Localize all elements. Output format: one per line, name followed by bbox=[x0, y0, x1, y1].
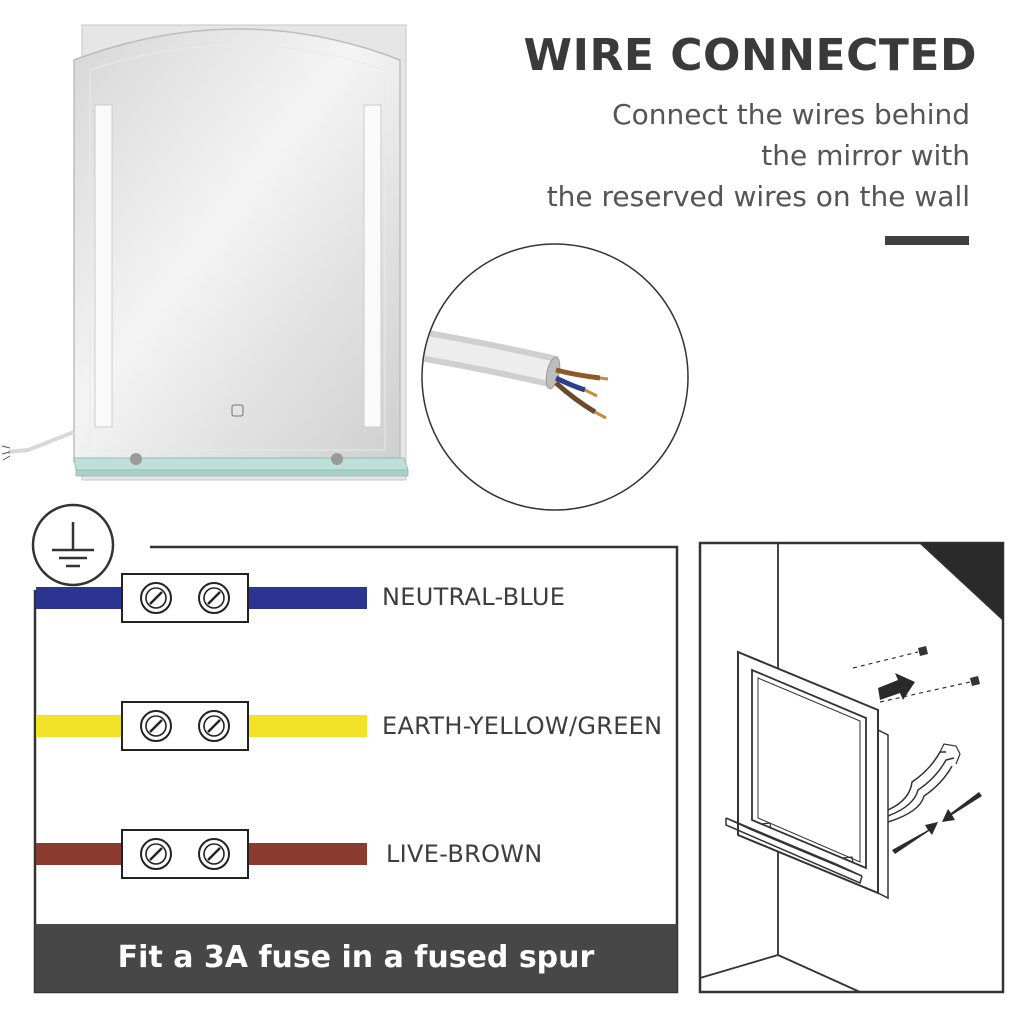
wire-row bbox=[36, 829, 367, 879]
led-strip-right bbox=[363, 104, 382, 428]
wire-label-earth: EARTH-YELLOW/GREEN bbox=[382, 712, 663, 740]
description-line-2: the mirror with bbox=[761, 139, 970, 172]
terminal-screw-icon bbox=[140, 582, 172, 614]
mirror-cable bbox=[7, 430, 75, 454]
arrow-icon bbox=[892, 822, 938, 854]
screw-icon bbox=[852, 646, 980, 703]
terminal-screw-icon bbox=[140, 838, 172, 870]
page-title: WIRE CONNECTED bbox=[523, 30, 977, 81]
arrow-icon bbox=[878, 673, 915, 700]
wire-label-live: LIVE-BROWN bbox=[386, 840, 543, 868]
arrow-icon bbox=[942, 792, 982, 822]
description-line-3: the reserved wires on the wall bbox=[546, 180, 970, 213]
wire-closeup bbox=[423, 329, 609, 420]
fuse-note-banner: Fit a 3A fuse in a fused spur bbox=[35, 924, 677, 992]
mirror-glass bbox=[73, 28, 401, 463]
accent-bar bbox=[885, 236, 969, 245]
wire-row bbox=[36, 701, 367, 751]
description-line-1: Connect the wires behind bbox=[612, 98, 970, 131]
touch-switch-icon bbox=[231, 404, 244, 417]
terminal-screw-icon bbox=[198, 582, 230, 614]
wire-label-neutral: NEUTRAL-BLUE bbox=[382, 583, 566, 611]
terminal-screw-icon bbox=[198, 710, 230, 742]
wire-row bbox=[36, 573, 367, 623]
terminal-screw-icon bbox=[140, 710, 172, 742]
earth-ground-icon bbox=[31, 503, 115, 587]
led-strip-left bbox=[94, 104, 113, 428]
terminal-screw-icon bbox=[198, 838, 230, 870]
